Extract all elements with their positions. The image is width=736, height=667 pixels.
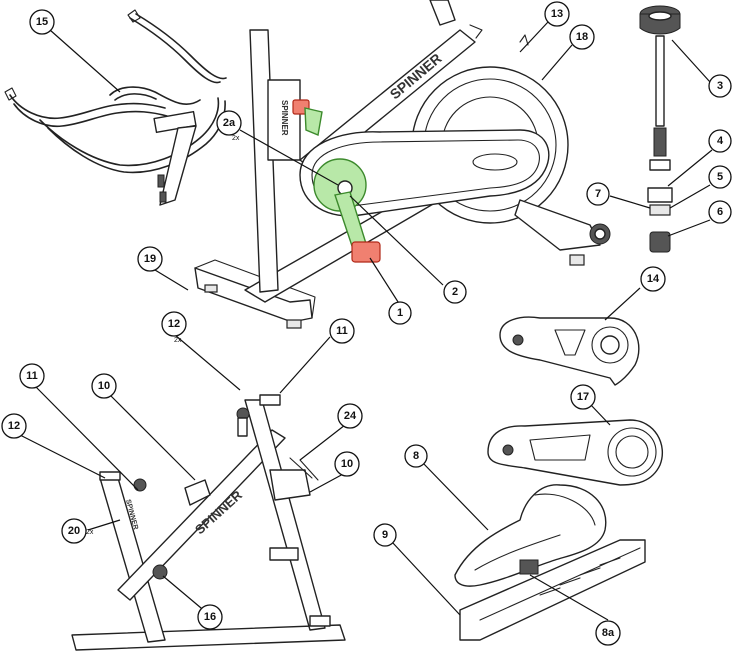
svg-text:4: 4 <box>717 135 724 147</box>
callout-3: 3 <box>708 74 732 98</box>
svg-text:17: 17 <box>577 391 589 403</box>
svg-text:11: 11 <box>26 370 38 382</box>
saddle-part <box>454 484 646 641</box>
chain-guard-outer-part <box>487 419 664 486</box>
svg-text:6: 6 <box>717 206 723 218</box>
svg-text:7: 7 <box>595 188 601 200</box>
callout-12-left: 12 <box>1 413 27 439</box>
svg-text:14: 14 <box>647 273 660 285</box>
svg-text:3: 3 <box>717 80 723 92</box>
callout-11-top: 11 <box>329 318 355 344</box>
svg-text:19: 19 <box>144 253 156 265</box>
svg-text:2: 2 <box>452 286 458 298</box>
main-bike-assembly: SPINNER SPINNER <box>194 0 611 329</box>
callout-8a: 8a <box>595 620 621 646</box>
svg-text:9: 9 <box>382 529 388 541</box>
chain-guard-inner-part <box>499 316 640 386</box>
svg-text:1: 1 <box>397 307 403 319</box>
svg-text:18: 18 <box>576 31 588 43</box>
callout-24: 24 <box>337 403 363 429</box>
callout-13: 13 <box>544 1 570 27</box>
callout-7: 7 <box>586 182 610 206</box>
callout-6: 6 <box>708 200 732 224</box>
callout-5: 5 <box>708 165 732 189</box>
svg-text:5: 5 <box>717 171 723 183</box>
seatpost-brand-label: SPINNER <box>280 100 289 136</box>
adjustment-knob-part <box>639 5 681 253</box>
svg-text:15: 15 <box>36 16 48 28</box>
svg-text:12: 12 <box>8 420 20 432</box>
svg-text:20: 20 <box>68 525 80 537</box>
handlebar-part <box>4 9 227 206</box>
svg-text:12: 12 <box>168 318 180 330</box>
callout-20-qty: 2x <box>86 529 94 536</box>
svg-text:8: 8 <box>413 450 419 462</box>
callout-10-left: 10 <box>91 373 117 399</box>
callout-20: 20 <box>61 518 87 544</box>
callout-19: 19 <box>137 246 163 272</box>
svg-text:24: 24 <box>344 410 357 422</box>
callout-2a-qty: 2x <box>232 135 240 142</box>
callout-14: 14 <box>640 266 666 292</box>
callout-1: 1 <box>388 301 412 325</box>
callout-16: 16 <box>197 604 223 630</box>
leader-lines <box>19 21 713 621</box>
callout-8: 8 <box>404 444 428 468</box>
callout-17: 17 <box>570 384 596 410</box>
svg-text:8a: 8a <box>602 627 615 639</box>
callout-10-right: 10 <box>334 451 360 477</box>
callout-2: 2 <box>443 280 467 304</box>
callout-12-top: 12 <box>161 311 187 337</box>
callout-12-qty: 2x <box>174 337 182 344</box>
callout-4: 4 <box>708 129 732 153</box>
svg-text:2a: 2a <box>223 117 236 129</box>
svg-text:10: 10 <box>341 458 353 470</box>
callout-2a: 2a <box>216 110 242 136</box>
svg-text:16: 16 <box>204 611 216 623</box>
svg-text:11: 11 <box>336 325 348 337</box>
callout-15: 15 <box>29 9 55 35</box>
frame-part: SPINNER SPINNER <box>71 394 346 651</box>
svg-text:13: 13 <box>551 8 563 20</box>
callout-11-left: 11 <box>19 363 45 389</box>
callout-18: 18 <box>569 24 595 50</box>
callout-9: 9 <box>373 523 397 547</box>
svg-text:10: 10 <box>98 380 110 392</box>
